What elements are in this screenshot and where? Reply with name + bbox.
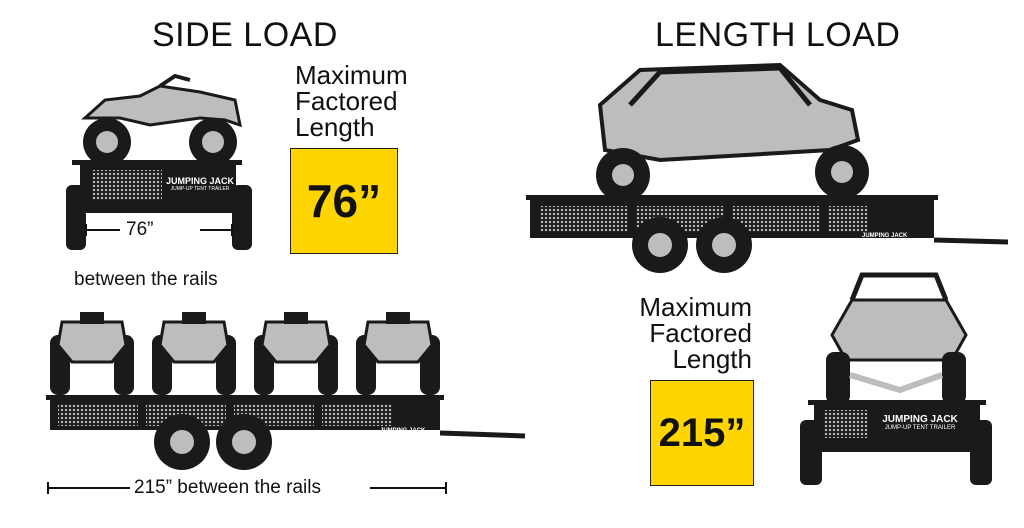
length-load-max-label: Maximum Factored Length: [618, 294, 752, 372]
label-line: Length: [672, 344, 752, 374]
side-rail-value: 76”: [126, 219, 154, 240]
label-line: Factored: [295, 86, 398, 116]
logo-tagline: JUMP-UP TENT TRAILER: [884, 425, 956, 431]
trailer-rear-view-small: [66, 160, 252, 250]
four-atvs: [50, 312, 440, 395]
logo-text: JUMPING JACK: [166, 176, 235, 186]
rail-dimension-76: [85, 224, 233, 236]
rail-dimension-215: [47, 482, 447, 494]
long-rail-caption: 215” between the rails: [134, 477, 321, 498]
logo-text: JUMPING JACK: [882, 414, 958, 425]
label-line: Maximum: [639, 292, 752, 322]
side-load-title: SIDE LOAD: [152, 16, 338, 54]
trailer-rear-view-large: [800, 400, 992, 485]
label-line: Factored: [649, 318, 752, 348]
trailer-side-view-lower: [46, 395, 526, 470]
logo-tagline: JUMP-UP TENT TRAILER: [170, 186, 230, 192]
trailer-logo-upper: JUMPING JACK: [862, 233, 908, 239]
trailer-logo-large: JUMPING JACK JUMP-UP TENT TRAILER: [870, 414, 970, 431]
side-load-max-value: 76”: [290, 148, 398, 254]
trailer-logo-lower: JUMPING JACK: [380, 428, 426, 434]
side-rail-caption: between the rails: [74, 269, 218, 290]
length-load-max-value: 215”: [650, 380, 754, 486]
length-load-title: LENGTH LOAD: [655, 16, 901, 54]
atv-side-view: [81, 73, 242, 166]
label-line: Length: [295, 112, 375, 142]
utv-side-view: [596, 62, 869, 202]
trailer-logo-small: JUMPING JACK JUMP-UP TENT TRAILER: [166, 176, 234, 192]
trailer-side-view-upper: [526, 195, 1009, 273]
label-line: Maximum: [295, 60, 408, 90]
side-load-max-label: Maximum Factored Length: [295, 62, 408, 140]
utv-rear-view: [826, 272, 968, 404]
